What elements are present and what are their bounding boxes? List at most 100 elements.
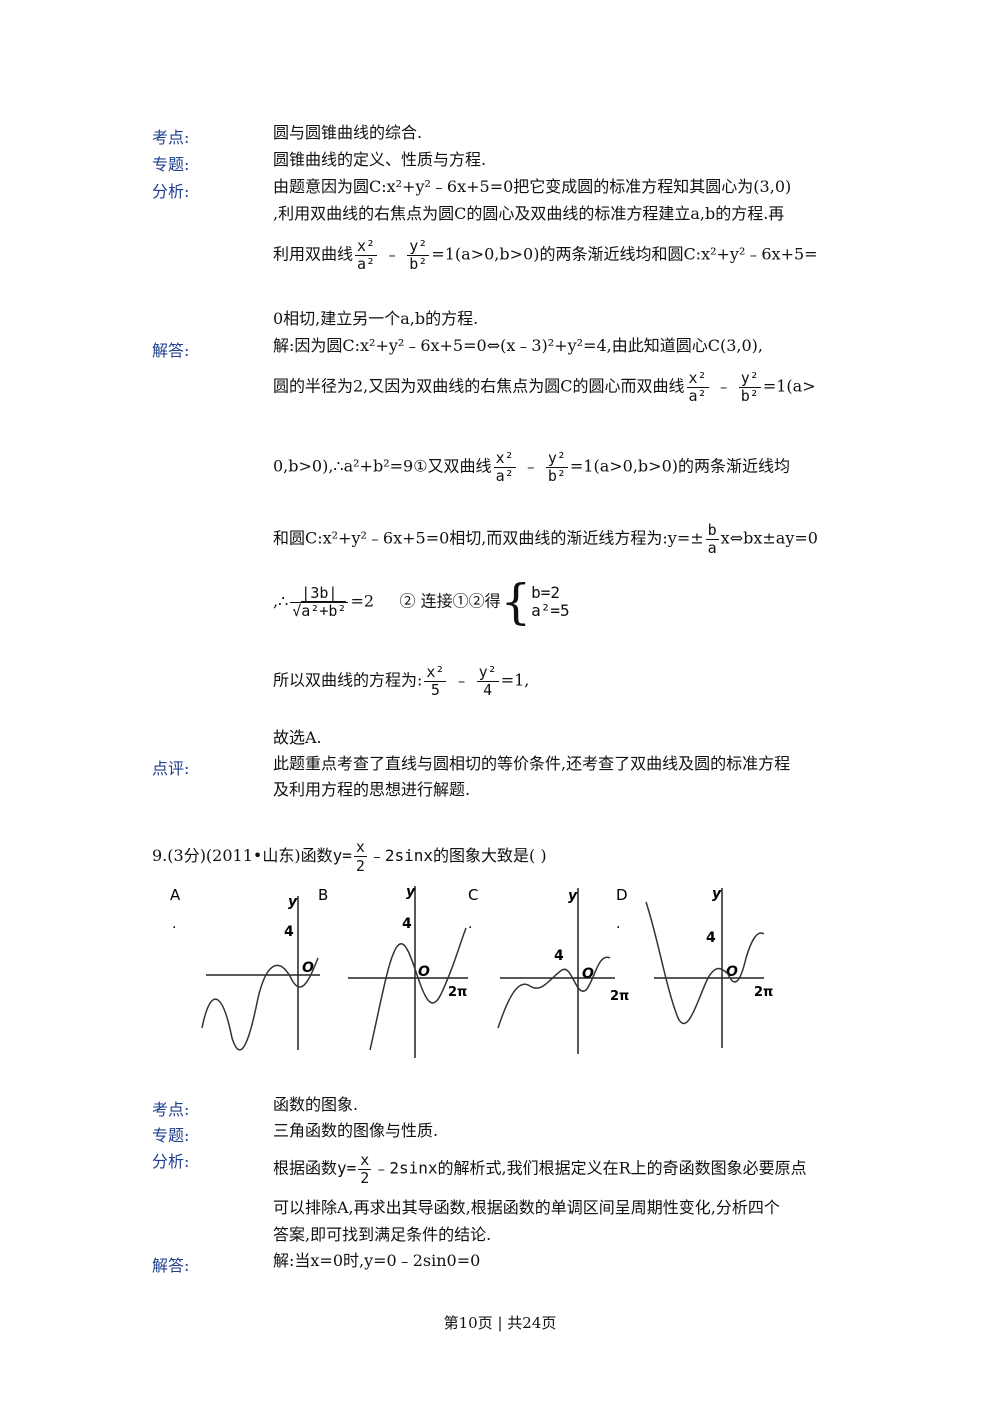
curve (645, 901, 765, 1025)
label-jieda: 解答: (152, 1256, 190, 1275)
option-a-dot: . (172, 916, 176, 932)
num: y² (740, 369, 759, 387)
den: b² (407, 254, 430, 273)
option-c-dot: . (468, 916, 472, 932)
option-a[interactable]: A . y 4 O (170, 886, 320, 1051)
fenxi-line-1: 由题意因为圆C:x²+y²﹣6x+5=0把它变成圆的标准方程知其圆心为(3,0) (273, 177, 792, 196)
curve (201, 957, 319, 1051)
label-dianping: 点评: (152, 759, 190, 778)
den: √a²+b² (290, 600, 349, 620)
num: b (707, 521, 717, 539)
y-label: y (406, 884, 416, 900)
jieda-5b: =2 (350, 591, 375, 611)
option-a-label: A (170, 886, 181, 904)
label-kaodian: 考点: (152, 1100, 190, 1119)
tick-2pi: 2π (448, 985, 467, 1000)
den: b² (545, 466, 568, 485)
origin-label: O (418, 964, 430, 980)
jieda-3b: =1(a>0,b>0)的两条渐近线均 (569, 456, 790, 476)
radicand: a²+b² (301, 600, 347, 620)
zhuanti-text-2: 三角函数的图像与性质. (273, 1121, 439, 1140)
den: 2 (358, 1168, 372, 1187)
func-a: y= (337, 1158, 357, 1178)
tick-2pi: 2π (610, 989, 629, 1004)
num: y² (478, 663, 497, 681)
jieda-2a: 圆的半径为2,又因为双曲线的右焦点为圆C的圆心而双曲线 (273, 376, 685, 396)
fenxi-3b: =1(a>0,b>0)的两条渐近线均和圆C:x²+y²﹣6x+5= (431, 244, 818, 264)
jieda-6b: =1, (500, 670, 530, 690)
den: 2 (353, 856, 367, 875)
y-label: y (288, 894, 298, 910)
jieda-line-7: 故选A. (273, 728, 322, 747)
option-d-dot: . (616, 916, 620, 932)
tick-4: 4 (284, 924, 294, 940)
num: x² (495, 449, 514, 467)
label-fenxi: 分析: (152, 1152, 190, 1171)
jieda-6a: 所以双曲线的方程为: (273, 670, 423, 690)
den: 4 (476, 680, 499, 699)
num: x² (357, 237, 376, 255)
tick-4: 4 (554, 948, 564, 964)
fenxi-line-2: ,利用双曲线的右焦点为圆C的圆心及双曲线的标准方程建立a,b的方程.再 (273, 204, 785, 223)
jieda-5c: ② 连接①②得 (399, 591, 501, 611)
option-b[interactable]: B y 4 O 2π (318, 884, 468, 1058)
origin-label: O (582, 966, 594, 982)
option-d-label: D (616, 886, 628, 904)
den: a² (686, 386, 709, 405)
jieda-line-1: 解:因为圆C:x²+y²﹣6x+5=0⇔(x﹣3)²+y²=4,由此知道圆心C(… (273, 336, 763, 355)
den: a² (355, 254, 378, 273)
zhuanti-text: 圆锥曲线的定义、性质与方程. (273, 150, 487, 169)
fenxi-line-4: 0相切,建立另一个a,b的方程. (273, 309, 479, 328)
num: y² (547, 449, 566, 467)
dianping-line-2: 及利用方程的思想进行解题. (273, 780, 471, 799)
option-d[interactable]: D . y 4 O 2π (616, 886, 773, 1048)
frac-3b-sqrt: |3b|√a²+b² (290, 584, 349, 620)
q9-func-b: ﹣2sinx (368, 846, 434, 865)
label-jieda: 解答: (152, 341, 190, 360)
page-footer: 第10页 | 共24页 (443, 1314, 557, 1332)
den: b² (738, 386, 761, 405)
func-b: ﹣2sinx (373, 1158, 438, 1178)
den: 5 (424, 680, 447, 699)
num: x² (688, 369, 707, 387)
jieda-s2-line-1: 解:当x=0时,y=0﹣2sin0=0 (273, 1251, 481, 1270)
num: |3b| (301, 584, 338, 602)
origin-label: O (302, 960, 314, 976)
option-b-label: B (318, 886, 328, 904)
dianping-line-1: 此题重点考查了直线与圆相切的等价条件,还考查了双曲线及圆的标准方程 (273, 754, 791, 773)
jieda-2b: =1(a> (762, 376, 816, 396)
jieda-4b: x⇔bx±ay=0 (720, 528, 818, 548)
fenxi-s2-line-2: 可以排除A,再求出其导函数,根据函数的单调区间呈周期性变化,分析四个 (273, 1198, 780, 1217)
num: x² (426, 663, 445, 681)
eq-2: a²=5 (531, 601, 570, 620)
num: x (360, 1151, 370, 1169)
option-c-label: C (468, 886, 478, 904)
label-fenxi: 分析: (152, 182, 190, 201)
origin-label: O (726, 964, 738, 980)
jieda-5a: ,∴ (273, 591, 289, 611)
eq-1: b=2 (531, 583, 561, 603)
tick-4: 4 (402, 916, 412, 932)
option-c[interactable]: C . y 4 O 2π (468, 886, 629, 1054)
q9-func-a: y= (332, 846, 352, 865)
fenxi-s2-line-3: 答案,即可找到满足条件的结论. (273, 1225, 492, 1244)
brace: { (500, 574, 532, 630)
